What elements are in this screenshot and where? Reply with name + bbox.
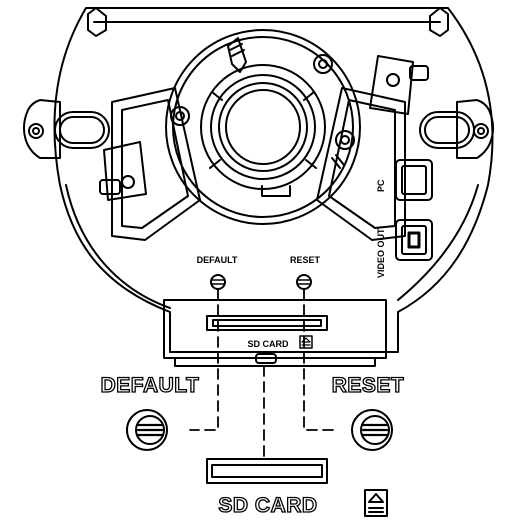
- default-leader-line: [189, 288, 219, 431]
- lens-glass: [218, 82, 308, 172]
- lens-tab: [261, 185, 291, 197]
- default-label-small: DEFAULT: [197, 255, 238, 265]
- pc-label: PC: [376, 179, 386, 192]
- default-button-callout: [126, 409, 168, 451]
- reset-button-small: [296, 274, 312, 290]
- left-ear-hole: [28, 123, 44, 139]
- default-button-small: [210, 274, 226, 290]
- sd-card-slot-callout: [206, 458, 328, 484]
- housing-inner-line: [65, 21, 479, 309]
- default-callout-label: DEFAULT: [101, 374, 200, 397]
- lens-screw-left: [170, 106, 190, 126]
- pc-port: [395, 159, 433, 201]
- reset-label-small: RESET: [290, 255, 321, 265]
- reset-button-callout: [351, 409, 393, 451]
- right-tilt-bracket: [316, 55, 429, 241]
- sd-card-symbol-icon: [364, 489, 388, 517]
- lens-ring-outer: [165, 29, 361, 225]
- lens-screw-top-right: [313, 54, 333, 74]
- reset-callout-label: RESET: [332, 374, 405, 397]
- right-ear-hole: [473, 123, 489, 139]
- right-oval-slot: [419, 111, 475, 149]
- right-top-clip: [429, 7, 449, 37]
- sd-card-callout-label: SD CARD: [218, 494, 317, 517]
- sd-card-label-small: SD CARD: [247, 339, 289, 349]
- video-out-label: VIDEO OUT: [376, 228, 386, 278]
- reset-leader-line: [303, 288, 335, 431]
- focus-lever: [227, 37, 247, 73]
- lens-screw-right: [335, 130, 355, 150]
- left-oval-slot: [54, 111, 110, 149]
- video-out-port: [395, 219, 433, 261]
- sd-card-small-icon: [299, 335, 313, 349]
- left-top-clip: [87, 7, 107, 37]
- sd-card-slot: [206, 315, 328, 331]
- right-mount-ear: [456, 99, 494, 159]
- left-tilt-bracket: [99, 87, 201, 241]
